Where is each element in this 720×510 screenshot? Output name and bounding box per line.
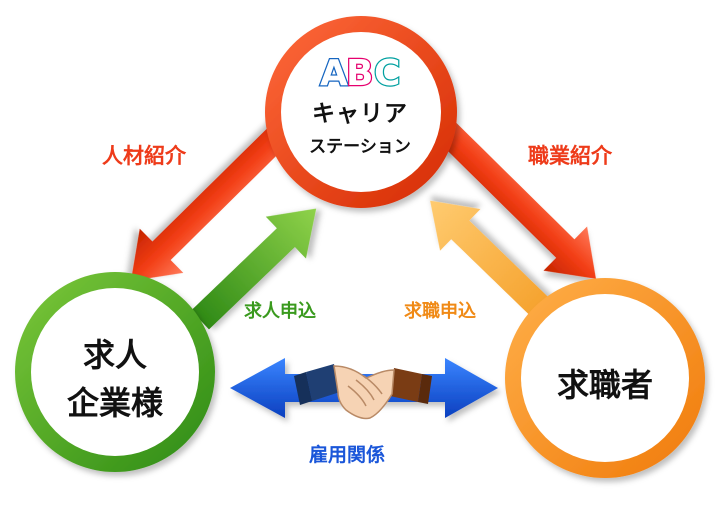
logo-letter-b: B <box>346 53 373 94</box>
employer-label-line1: 求人 <box>82 336 147 374</box>
node-abc-career-station <box>265 16 457 208</box>
employment-relationship-label: 雇用関係 <box>309 444 386 466</box>
arrow-introduce-talent <box>130 120 294 281</box>
arrow-job-seek-application <box>430 200 555 322</box>
handshake-icon <box>294 364 432 420</box>
career-station-title-line2: ステーション <box>309 137 411 157</box>
node-job-seeker <box>505 278 705 478</box>
employer-label-line2: 企業様 <box>66 384 163 422</box>
logo-letter-c: C <box>374 53 400 94</box>
node-employer <box>15 272 215 472</box>
logo-letter-a: A <box>320 53 348 94</box>
job-offer-application-label: 求人申込 <box>244 301 316 322</box>
abc-logo: A B C <box>319 52 402 96</box>
job-seek-application-label: 求職申込 <box>404 301 476 322</box>
introduce-talent-label: 人材紹介 <box>102 144 186 168</box>
introduce-job-label: 職業紹介 <box>528 144 612 168</box>
arrow-introduce-job <box>430 115 596 279</box>
arrow-job-offer-application <box>191 208 317 330</box>
job-seeker-label: 求職者 <box>556 366 653 404</box>
career-station-title-line1: キャリア <box>312 101 408 127</box>
